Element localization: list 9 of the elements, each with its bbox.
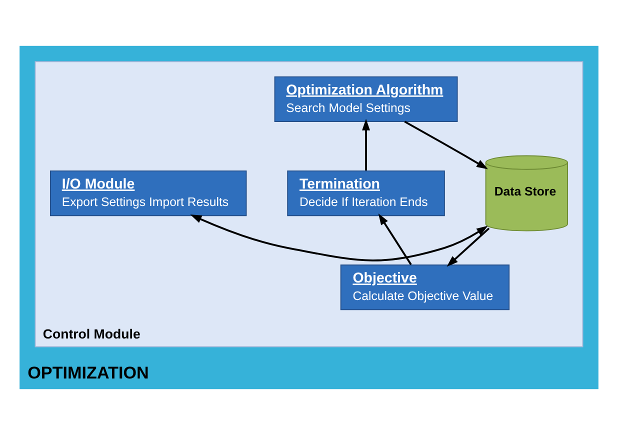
arrow (190, 214, 488, 262)
arrow (404, 120, 488, 170)
node-box: I/O Module Export Settings Import Results (50, 170, 247, 216)
node-box: Optimization Algorithm Search Model Settings (274, 76, 458, 122)
arrow (446, 228, 490, 267)
arrow (378, 213, 412, 266)
node-box: Termination Decide If Iteration Ends (287, 170, 445, 216)
arrow (362, 118, 370, 170)
node-box: Objective Calculate Objective Value (340, 264, 510, 310)
